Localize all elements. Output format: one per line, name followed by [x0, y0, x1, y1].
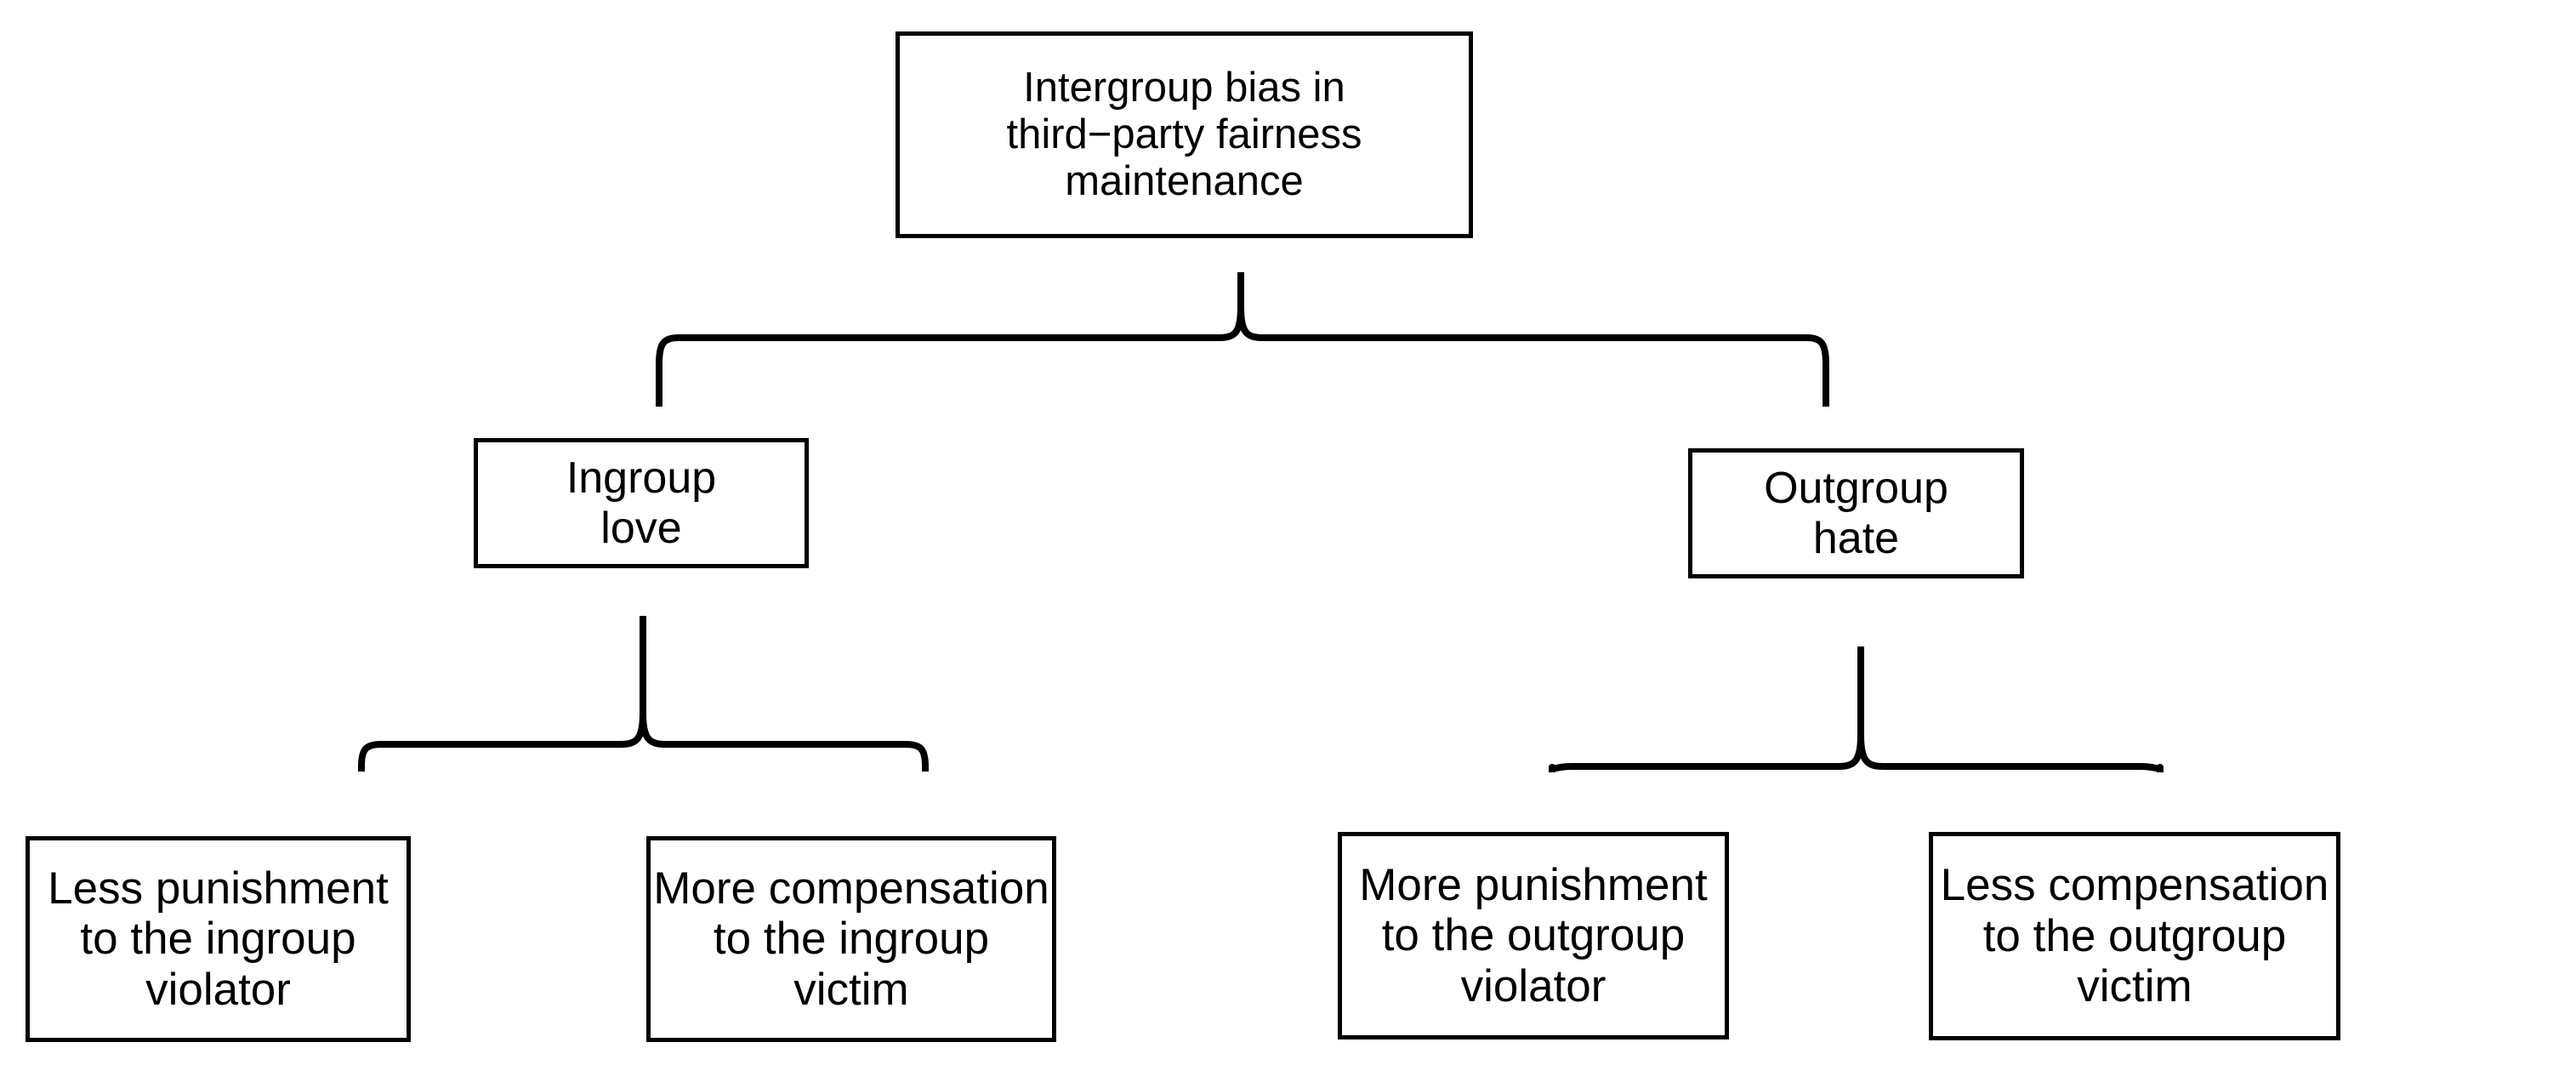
brace-root-connector [656, 272, 1829, 407]
node-more-punishment-outgroup[interactable]: More punishment to the outgroup violator [1338, 832, 1729, 1039]
node-less-punishment-ingroup[interactable]: Less punishment to the ingroup violator [26, 836, 411, 1042]
brace-outgroup-connector [1549, 646, 2164, 772]
node-more-compensation-ingroup[interactable]: More compensation to the ingroup victim [646, 836, 1056, 1042]
node-root[interactable]: Intergroup bias in third−party fairness … [896, 31, 1473, 238]
node-ingroup-love[interactable]: Ingroup love [474, 438, 809, 568]
node-less-compensation-outgroup[interactable]: Less compensation to the outgroup victim [1929, 832, 2340, 1040]
brace-ingroup-connector [358, 616, 929, 772]
node-outgroup-hate[interactable]: Outgroup hate [1688, 448, 2024, 578]
